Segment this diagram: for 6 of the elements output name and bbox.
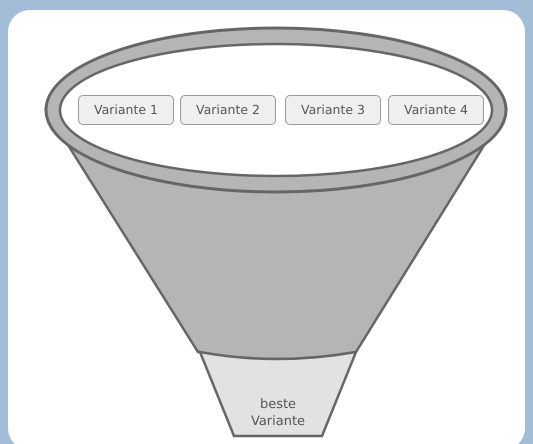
funnel-opening xyxy=(58,42,494,178)
variant-box: Variante 1 xyxy=(78,95,174,125)
variant-box: Variante 2 xyxy=(180,95,276,125)
variant-box: Variante 4 xyxy=(388,95,484,125)
variant-box: Variante 3 xyxy=(285,95,381,125)
result-label: beste Variante xyxy=(250,396,306,430)
